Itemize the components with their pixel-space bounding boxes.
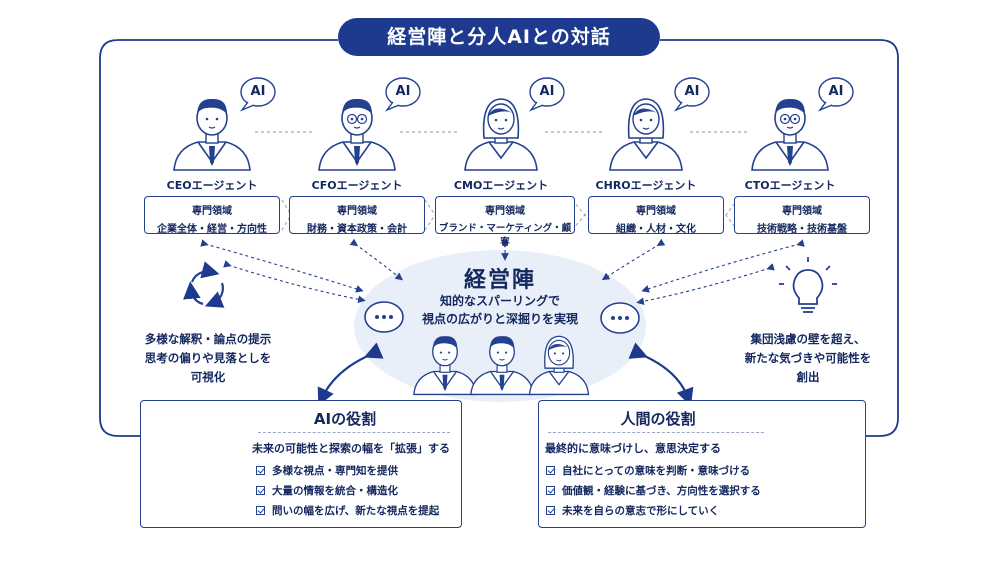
human-role-item-text: 自社にとっての意味を判断・意味づける [562,465,751,477]
right-note: 集団浅慮の壁を超え、 新たな気づきや可能性を 創出 [708,330,908,387]
cmo-domain-box: 専門領域 ブランド・マーケティング・顧客 [435,196,575,248]
subtitle-line: 知的なスパーリングで [439,294,560,308]
ceo-domain-box: 専門領域 企業全体・経営・方向性 [144,196,280,235]
checkbox-icon [546,486,555,495]
chro-agent-label: CHROエージェント [595,179,697,192]
domain-text: ブランド・マーケティング・顧客 [438,223,572,248]
human-role-item: 価値観・経験に基づき、方向性を選択する [546,483,761,498]
ceo-agent-figure [173,98,251,171]
checkbox-icon [256,466,265,475]
cto-agent-label: CTOエージェント [744,179,836,192]
human-role-item-text: 未来を自らの意志で形にしていく [562,505,720,517]
cmo-agent-figure [464,98,538,171]
note-line: 可視化 [190,370,226,384]
cfo-domain-box: 専門領域 財務・資本政策・会計 [289,196,425,235]
ai-role-item-text: 多様な視点・専門知を提供 [272,465,398,477]
note-line: 創出 [796,370,820,384]
management-title: 経営陣 [463,268,536,293]
domain-text: 財務・資本政策・会計 [307,224,407,235]
domain-text: 組織・人材・文化 [616,224,696,235]
ai-role-item: 大量の情報を統合・構造化 [256,483,398,498]
human-role-item: 自社にとっての意味を判断・意味づける [546,463,750,478]
subtitle-line: 視点の広がりと深掘りを実現 [421,312,578,326]
checkbox-icon [546,506,555,515]
ai-badge-label: AI [539,84,555,99]
ai-badge-label: AI [684,84,700,99]
human-role-title: 人間の役割 [620,410,696,428]
human-role-box [538,400,866,528]
ai-badge-label: AI [250,84,266,99]
domain-heading: 専門領域 [337,206,377,217]
ai-role-box [140,400,462,528]
diagram-title: 経営陣と分人AIとの対話 [338,18,660,56]
checkbox-icon [256,506,265,515]
left-note: 多様な解釈・論点の提示 思考の偏りや見落としを 可視化 [108,330,308,387]
cfo-agent-label: CFOエージェント [311,179,403,192]
ai-chip-label: AI [194,453,208,467]
domain-heading: 専門領域 [782,206,822,217]
domain-heading: 専門領域 [485,206,525,217]
management-subtitle: 知的なスパーリングで 視点の広がりと深掘りを実現 [380,292,620,328]
divider [258,432,450,433]
cmo-agent-label: CMOエージェント [453,179,549,192]
human-role-item-text: 価値観・経験に基づき、方向性を選択する [562,485,761,497]
ai-badge-label: AI [395,84,411,99]
ceo-agent-label: CEOエージェント [166,179,258,192]
ai-badge-label: AI [828,84,844,99]
outer-frame [99,39,899,437]
ai-role-item: 多様な視点・専門知を提供 [256,463,398,478]
ai-role-title: AIの役割 [313,410,377,428]
cycle-arrows-icon [183,261,225,308]
human-role-item: 未来を自らの意志で形にしていく [546,503,719,518]
ai-role-lead: 未来の可能性と探索の幅を「拡張」する [252,442,450,455]
domain-heading: 専門領域 [636,206,676,217]
ai-role-item: 問いの幅を広げ、新たな視点を提起 [256,503,439,518]
note-line: 思考の偏りや見落としを [144,351,272,365]
domain-text: 企業全体・経営・方向性 [157,224,267,235]
cfo-agent-figure [318,98,396,171]
checkbox-icon [256,486,265,495]
ai-role-item-text: 大量の情報を統合・構造化 [272,485,398,497]
chro-domain-box: 専門領域 組織・人材・文化 [588,196,724,235]
domain-heading: 専門領域 [192,206,232,217]
ai-role-item-text: 問いの幅を広げ、新たな視点を提起 [272,505,440,517]
note-line: 新たな気づきや可能性を [744,351,872,365]
cto-agent-figure [751,98,829,171]
lightbulb-icon [779,257,837,313]
divider [548,432,764,433]
chro-agent-figure [609,98,683,171]
domain-text: 技術戦略・技術基盤 [757,224,847,235]
cto-domain-box: 専門領域 技術戦略・技術基盤 [734,196,870,235]
note-line: 集団浅慮の壁を超え、 [750,332,866,346]
checkbox-icon [546,466,555,475]
note-line: 多様な解釈・論点の提示 [144,332,272,346]
human-role-lead: 最終的に意味づけし、意思決定する [545,442,721,455]
